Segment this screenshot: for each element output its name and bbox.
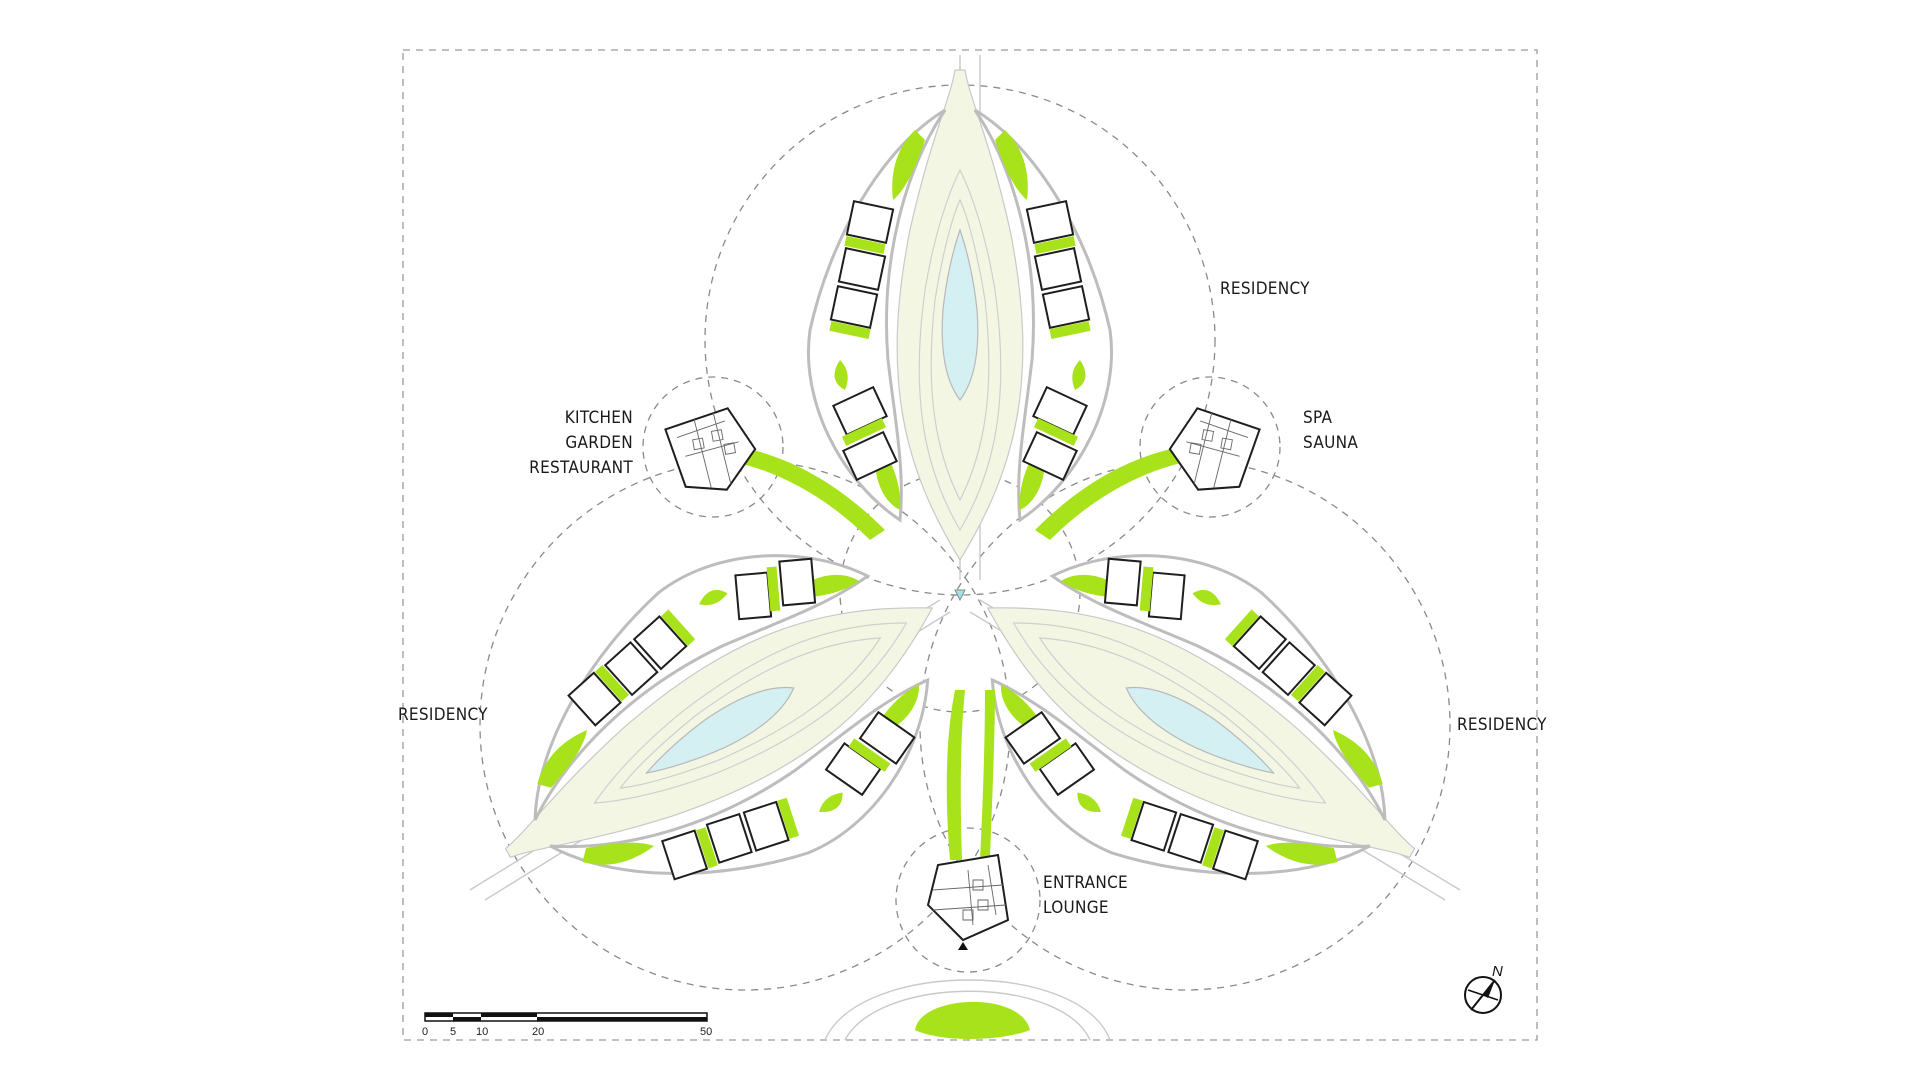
north-letter: N	[1492, 963, 1503, 980]
entrance-label-2: LOUNGE	[1043, 898, 1109, 918]
scale-tick-10: 10	[476, 1026, 488, 1038]
scale-tick-50: 50	[700, 1026, 712, 1038]
wing-north	[806, 68, 1114, 562]
plaza-water-feature	[954, 589, 966, 602]
entrance-drive	[824, 979, 1111, 1041]
kitchen-label-1: KITCHEN	[565, 408, 633, 428]
entrance-path-left	[946, 690, 965, 860]
north-arrow-icon: N	[1464, 963, 1503, 1014]
residency-west-label: RESIDENCY	[398, 705, 488, 725]
spa-pavilion	[1162, 403, 1263, 500]
kitchen-label-2: GARDEN	[565, 433, 633, 453]
scale-tick-20: 20	[532, 1026, 544, 1038]
wing-southwest	[430, 475, 1010, 986]
residency-east-label: RESIDENCY	[1457, 715, 1547, 735]
spa-label-1: SPA	[1303, 408, 1332, 428]
entrance-lawn	[915, 1001, 1030, 1039]
scale-tick-5: 5	[450, 1026, 456, 1038]
scale-tick-0: 0	[422, 1026, 428, 1038]
entrance-path-right	[980, 690, 995, 860]
kitchen-path	[725, 445, 885, 540]
site-boundary	[402, 49, 1538, 1041]
kitchen-zone	[642, 376, 784, 518]
residency-north-label: RESIDENCY	[1220, 279, 1310, 299]
spa-zone	[1139, 376, 1281, 518]
entrance-label-1: ENTRANCE	[1043, 873, 1128, 893]
entrance-pavilion	[927, 854, 1009, 941]
spa-label-2: SAUNA	[1303, 433, 1358, 453]
kitchen-label-3: RESTAURANT	[529, 458, 633, 478]
scale-bar: 0 5 10 20 50	[422, 1012, 712, 1038]
entrance-arrow-icon	[958, 942, 968, 950]
entrance-zone	[895, 827, 1041, 973]
spa-path	[1035, 445, 1195, 540]
kitchen-pavilion	[662, 403, 763, 500]
